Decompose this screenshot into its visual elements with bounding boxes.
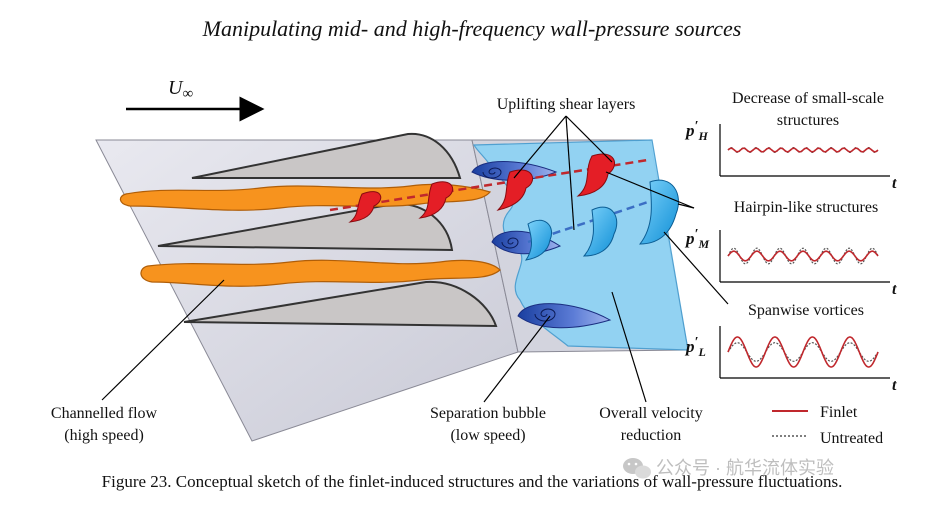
finlet-signal-line <box>727 147 879 153</box>
watermark: 公众号 · 航华流体实验 <box>623 458 834 479</box>
signal-panel-l: p′L t <box>684 326 897 394</box>
label-spanwise: Spanwise vortices <box>748 302 864 319</box>
signal-label: p′M <box>684 227 709 251</box>
hairpin-2 <box>582 206 618 257</box>
signal-panel-m: p′M t <box>684 227 897 298</box>
hairpin-1 <box>524 219 552 261</box>
label-decrease-1: Decrease of small-scale <box>732 90 884 107</box>
finlet-signal-line <box>727 336 879 368</box>
pressure-signal-panels: p′H t p′M t p′L t <box>684 119 897 394</box>
label-channelled-1: Channelled flow <box>51 405 158 422</box>
shear-layer-2 <box>418 181 454 219</box>
leader-lines <box>101 115 729 403</box>
untreated-signal-line <box>727 247 879 265</box>
label-overall-1: Overall velocity <box>599 405 703 422</box>
shear-layer-4 <box>576 153 616 197</box>
shear-layer-1 <box>348 191 382 223</box>
legend-finlet-label: Finlet <box>820 404 858 421</box>
finlet-bottom <box>183 280 498 328</box>
finlet-signal-line <box>727 250 879 262</box>
watermark-text: 公众号 · 航华流体实验 <box>656 458 834 478</box>
shear-trajectory-red <box>329 158 649 212</box>
signal-panel-h: p′H t <box>684 119 897 192</box>
figure-caption: Figure 23. Conceptual sketch of the finl… <box>102 472 843 491</box>
channel-streak-upper <box>119 183 492 211</box>
wechat-icon <box>623 458 651 479</box>
label-channelled-2: (high speed) <box>64 427 144 444</box>
label-decrease-2: structures <box>777 112 839 129</box>
time-axis-label: t <box>892 175 897 192</box>
hairpin-3 <box>638 179 679 245</box>
signal-label: p′H <box>684 119 708 143</box>
label-hairpin: Hairpin-like structures <box>734 199 878 216</box>
time-axis-label: t <box>892 281 897 298</box>
label-overall-2: reduction <box>621 427 681 444</box>
finlet-top <box>191 132 462 179</box>
label-uplifting: Uplifting shear layers <box>497 96 636 113</box>
shear-layer-3 <box>496 169 534 211</box>
freestream-label: U∞ <box>168 77 193 102</box>
figure-title: Manipulating mid- and high-frequency wal… <box>202 16 742 41</box>
time-axis-label: t <box>892 377 897 394</box>
label-separation-2: (low speed) <box>450 427 525 444</box>
legend: Finlet Untreated <box>772 404 883 447</box>
legend-untreated-label: Untreated <box>820 430 883 447</box>
signal-label: p′L <box>684 335 706 359</box>
label-separation-1: Separation bubble <box>430 405 546 422</box>
channel-streak-lower <box>140 259 501 287</box>
